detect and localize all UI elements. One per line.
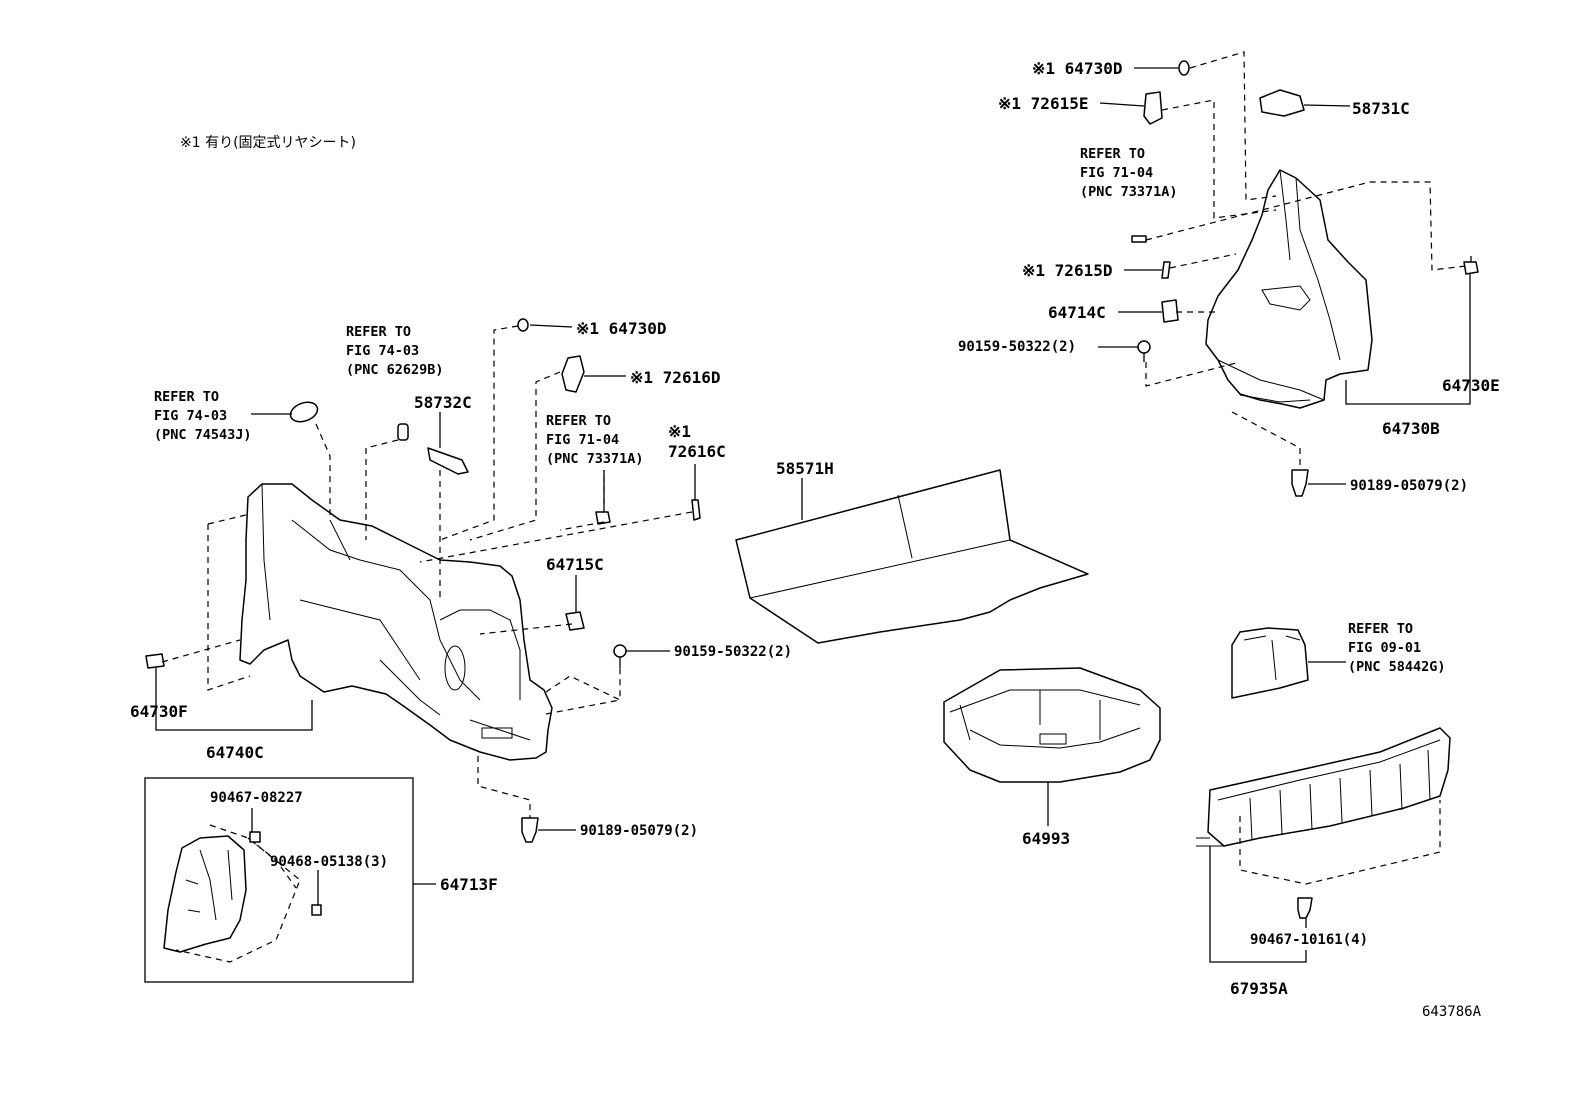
left-quarter-trim-panel — [239, 483, 553, 761]
clip-90467-08227 — [249, 831, 261, 843]
label-72616C: 72616C — [668, 442, 726, 461]
ref-09-01-line2: FIG 09-01 — [1348, 640, 1421, 656]
clip-90468-05138 — [311, 904, 322, 916]
hook-72615E — [1143, 91, 1163, 125]
label-90159-right: 90159-50322(2) — [958, 339, 1076, 355]
ref-74-03-a-line3: (PNC 62629B) — [346, 362, 444, 378]
label-64730D-left: ※1 64730D — [576, 319, 666, 338]
bracket-58732C — [427, 447, 469, 475]
ref-71-04-left-line3: (PNC 73371A) — [546, 451, 644, 467]
inset-box-64713F — [144, 777, 414, 983]
screw-90159-right — [1137, 340, 1151, 362]
ref-71-04-top-line3: (PNC 73371A) — [1080, 184, 1178, 200]
label-64730B: 64730B — [1382, 419, 1440, 438]
note-text: ※1 有り(固定式リヤシート) — [180, 135, 356, 151]
cap-58731C — [1259, 89, 1305, 117]
label-64993: 64993 — [1022, 829, 1070, 848]
screw-90159-left — [613, 644, 627, 668]
clip-90189-left — [521, 817, 539, 843]
label-67935A: 67935A — [1230, 979, 1288, 998]
label-72616D: ※1 72616D — [630, 368, 720, 387]
label-90189-right: 90189-05079(2) — [1350, 478, 1468, 494]
label-64714C: 64714C — [1048, 303, 1106, 322]
label-64730D-top: ※1 64730D — [1032, 59, 1122, 78]
label-90468-05138: 90468-05138(3) — [270, 854, 388, 870]
label-90159-left: 90159-50322(2) — [674, 644, 792, 660]
ref-74-03-b-line3: (PNC 74543J) — [154, 427, 252, 443]
cap-64730D-top — [1178, 60, 1190, 76]
ref-71-04-top-line1: REFER TO — [1080, 146, 1145, 162]
clip-90189-right — [1291, 469, 1309, 497]
label-64715C: 64715C — [546, 555, 604, 574]
hook-72616D — [561, 355, 585, 393]
ref-09-01-line3: (PNC 58442G) — [1348, 659, 1446, 675]
ref-71-04-left-line1: REFER TO — [546, 413, 611, 429]
label-64713F: 64713F — [440, 875, 498, 894]
right-quarter-trim-panel — [1205, 169, 1373, 409]
clip-64730F — [145, 653, 165, 669]
label-58732C: 58732C — [414, 393, 472, 412]
label-64740C: 64740C — [206, 743, 264, 762]
cap-64730D-left — [517, 318, 529, 332]
ref-09-01-line1: REFER TO — [1348, 621, 1413, 637]
label-58571H: 58571H — [776, 459, 834, 478]
label-64730E: 64730E — [1442, 376, 1500, 395]
leader-lines — [155, 67, 1471, 963]
cover-74543J — [289, 401, 319, 423]
label-90467-08227: 90467-08227 — [210, 790, 303, 806]
clip-90467-10161 — [1297, 897, 1313, 919]
clip-73371A-top — [1131, 235, 1147, 243]
clip-72615D — [1161, 261, 1171, 279]
ref-71-04-top-line2: FIG 71-04 — [1080, 165, 1153, 181]
label-72616C-mark: ※1 — [668, 422, 691, 441]
label-90189-left: 90189-05079(2) — [580, 823, 698, 839]
back-door-scuff-plate — [1196, 727, 1451, 847]
bracket-64714C — [1161, 299, 1179, 323]
alignment-lines — [161, 51, 1467, 885]
spare-tire-tray — [943, 667, 1161, 783]
clip-62629B — [397, 423, 409, 441]
ref-74-03-a-line1: REFER TO — [346, 324, 411, 340]
ref-74-03-b-line1: REFER TO — [154, 389, 219, 405]
label-58731C: 58731C — [1352, 99, 1410, 118]
ref-71-04-left-line2: FIG 71-04 — [546, 432, 619, 448]
cargo-floor-mat — [735, 469, 1089, 644]
tool-bag — [1231, 627, 1309, 699]
label-64730F: 64730F — [130, 702, 188, 721]
ref-74-03-b-line2: FIG 74-03 — [154, 408, 227, 424]
bracket-64715C — [565, 611, 585, 631]
label-72615D: ※1 72615D — [1022, 261, 1112, 280]
figure-id: 643786A — [1422, 1004, 1482, 1020]
label-72615E: ※1 72615E — [998, 94, 1088, 113]
ref-74-03-a-line2: FIG 74-03 — [346, 343, 419, 359]
label-90467-10161: 90467-10161(4) — [1250, 932, 1368, 948]
clip-64730E — [1463, 256, 1479, 275]
clip-72616C — [691, 499, 701, 521]
